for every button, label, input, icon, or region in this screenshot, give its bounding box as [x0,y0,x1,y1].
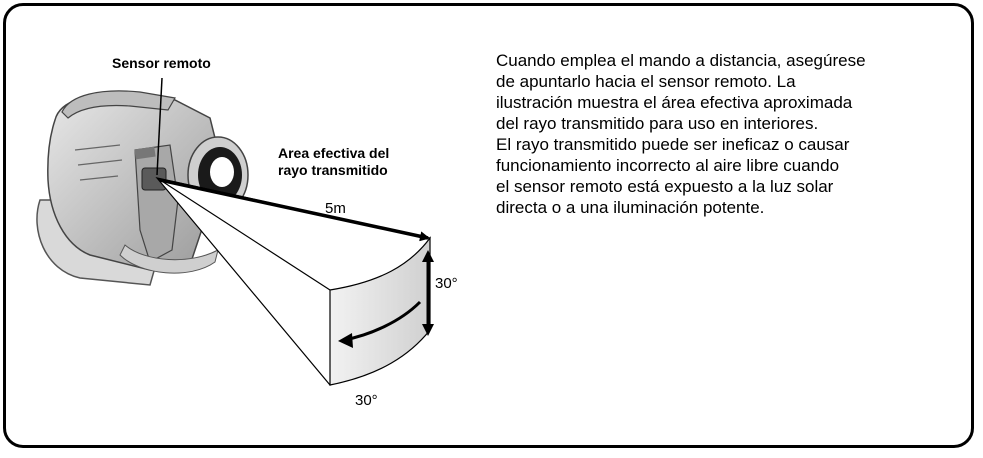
sensor-leader-line [156,77,163,176]
distance-arrow [159,178,430,242]
description-line: funcionamiento incorrecto al aire libre … [496,156,840,175]
vertical-angle-label: 30° [435,275,458,292]
beam-edge-line [156,177,331,291]
horizontal-angle-label: 30° [355,392,378,409]
description-line: El rayo transmitido puede ser ineficaz o… [496,135,850,154]
distance-label: 5m [325,200,346,217]
description-line: directa o a una iluminación potente. [496,198,765,217]
description-line: el sensor remoto está expuesto a la luz … [496,177,834,196]
description-line: del rayo transmitido para uso en interio… [496,114,819,133]
description-paragraph: Cuando emplea el mando a distancia, aseg… [496,50,956,218]
camcorder-icon [36,90,249,286]
sensor-label: Sensor remoto [112,55,211,71]
area-label-line2: rayo transmitido [278,162,388,178]
content-frame [3,3,974,448]
description-line: de apuntarlo hacia el sensor remoto. La [496,72,796,91]
description-line: ilustración muestra el área efectiva apr… [496,93,853,112]
area-label-line1: Area efectiva del [278,145,389,161]
description-line: Cuando emplea el mando a distancia, aseg… [496,51,866,70]
